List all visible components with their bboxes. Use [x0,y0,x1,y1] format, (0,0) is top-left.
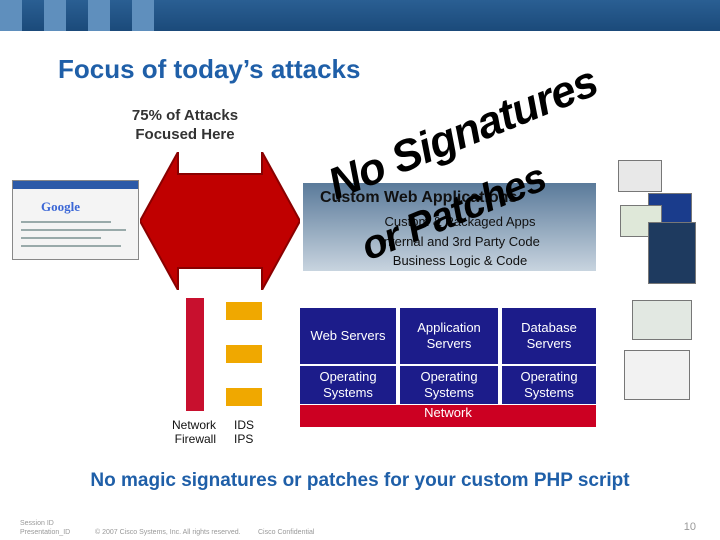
banner-block [0,0,22,31]
passport-icon [648,222,696,284]
session-id: Session ID Presentation_ID [20,519,70,537]
browser-titlebar [13,181,138,189]
banner-block [132,0,154,31]
ids-label: IDS IPS [234,418,254,446]
os-cell: Operating Systems [400,366,498,404]
network-layer: Network [300,405,596,427]
copyright: © 2007 Cisco Systems, Inc. All rights re… [95,528,241,537]
database-servers-cell: Database Servers [502,308,596,364]
result-line [21,229,126,231]
os-cell: Operating Systems [300,366,396,404]
attack-callout: 75% of Attacks Focused Here [110,106,260,144]
result-line [21,221,111,223]
document-icon [632,300,692,340]
top-banner [0,0,720,31]
ids-block [226,388,262,406]
result-line [21,237,101,239]
google-logo: Google [41,199,80,215]
slide-title: Focus of today’s attacks [58,54,360,85]
firewall-label: Network Firewall [168,418,216,446]
banner-block [44,0,66,31]
form-icon [624,350,690,400]
os-cell: Operating Systems [502,366,596,404]
result-line [21,245,121,247]
firewall-bar [186,298,204,411]
page-number: 10 [684,521,696,533]
mastercard-icon [618,160,662,192]
application-servers-cell: Application Servers [400,308,498,364]
ids-block [226,345,262,363]
bottom-statement: No magic signatures or patches for your … [0,470,720,492]
browser-screenshot: Google [12,180,139,260]
banner-block [88,0,110,31]
confidential-label: Cisco Confidential [258,528,314,537]
web-servers-cell: Web Servers [300,308,396,364]
double-arrow-icon [140,152,300,290]
ids-block [226,302,262,320]
